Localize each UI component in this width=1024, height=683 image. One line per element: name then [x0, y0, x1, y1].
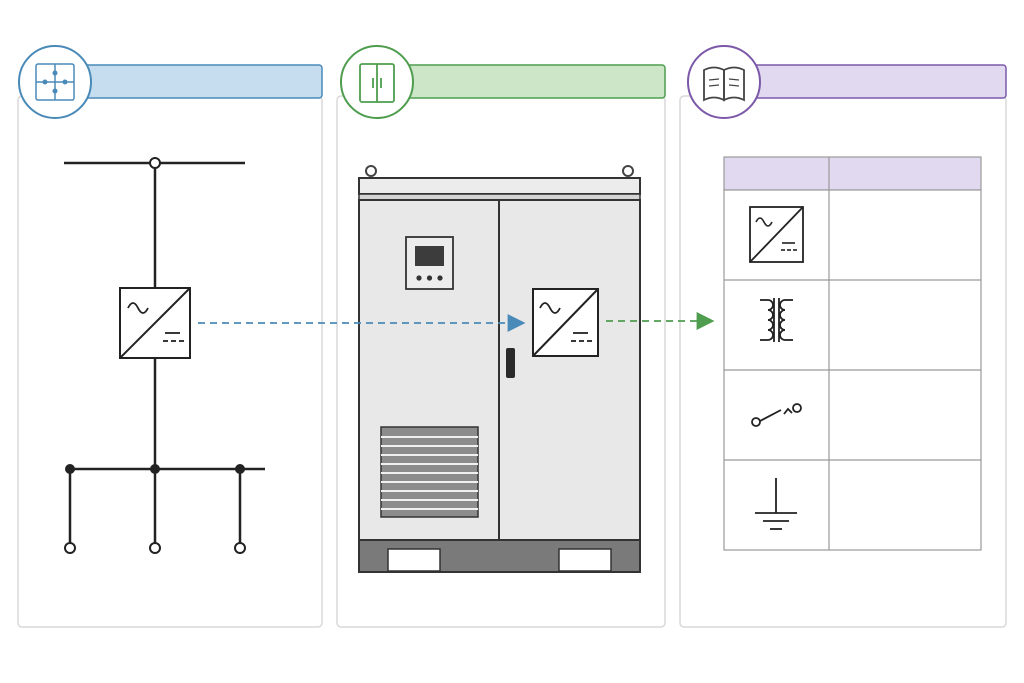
bus-node	[235, 464, 245, 474]
equipment-panel	[336, 45, 666, 628]
book-icon	[687, 45, 761, 119]
door-handle	[506, 348, 515, 378]
equipment-header-bar	[379, 64, 666, 99]
source-node	[149, 157, 161, 169]
bus-node	[150, 464, 160, 474]
legend-panel	[679, 45, 1007, 628]
legend-header-bar	[725, 64, 1007, 99]
ground-symbol-icon	[755, 478, 797, 530]
schematic-panel	[17, 45, 323, 628]
bus-node	[65, 464, 75, 474]
switch-symbol-icon	[751, 403, 802, 427]
transformer-symbol-icon	[760, 298, 793, 342]
feeder-terminal	[234, 542, 246, 554]
single-line-diagram	[64, 161, 265, 547]
ventilation-grille	[380, 426, 479, 518]
inverter-symbol-icon	[749, 206, 804, 263]
cabinet-icon	[340, 45, 414, 119]
feeder-terminal	[64, 542, 76, 554]
inverter-block	[119, 287, 191, 359]
feeder-terminal	[149, 542, 161, 554]
schematic-header-bar	[63, 64, 323, 99]
network-diagram-icon	[18, 45, 92, 119]
cabinet-inverter-symbol-icon	[532, 288, 599, 357]
control-display-icon	[405, 236, 454, 290]
